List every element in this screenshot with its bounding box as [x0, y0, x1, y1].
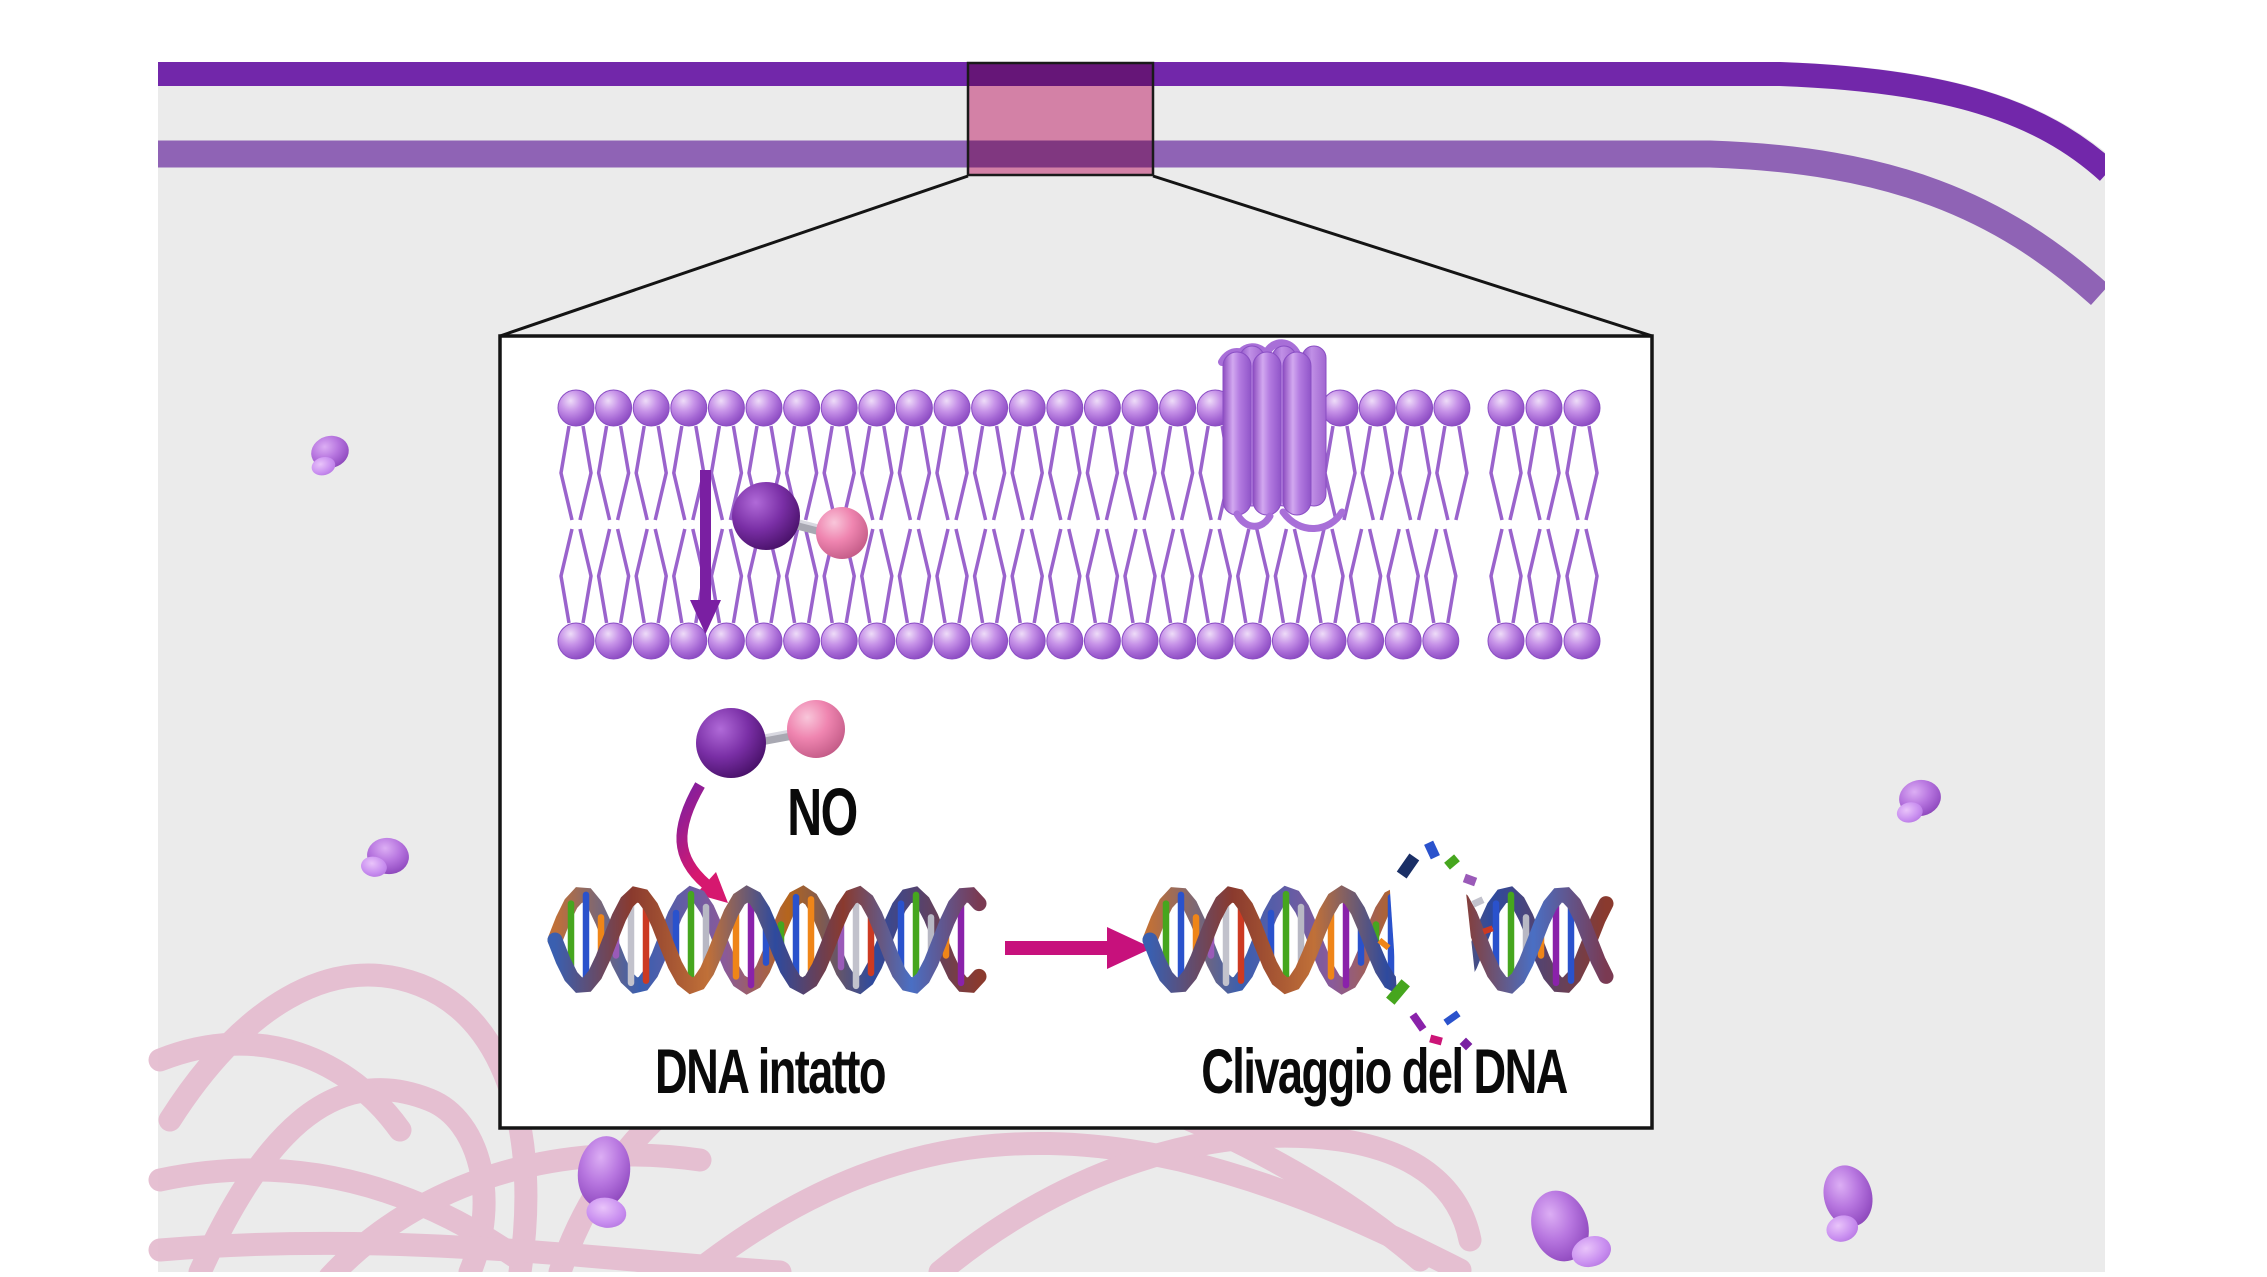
- organelle: [1823, 1165, 1873, 1242]
- membrane-crossing-arrow: [690, 470, 721, 634]
- dna-fragment: [1429, 1034, 1443, 1046]
- no-molecule-free: [696, 700, 845, 778]
- no-label: NO: [787, 775, 858, 851]
- no-molecule-in-membrane: [732, 482, 868, 559]
- dna-intact-illustration: [547, 885, 987, 995]
- organelle: [311, 435, 349, 476]
- dna-fragment: [1377, 937, 1391, 951]
- dna-fragment: [1409, 1012, 1427, 1032]
- zoom-highlight-rect: [966, 61, 1155, 177]
- dna-fragment: [1444, 854, 1460, 870]
- dna-intact-label: DNA intatto: [655, 1036, 887, 1108]
- organelle: [1896, 779, 1941, 823]
- plasma-membrane-bands: [158, 62, 2117, 306]
- organelle: [577, 1136, 631, 1228]
- dna-fragment: [1482, 925, 1494, 935]
- dna-fragment: [1471, 896, 1485, 908]
- organelles: [311, 435, 1941, 1268]
- organelle: [1531, 1190, 1612, 1268]
- dna-cleaved-illustration: [1142, 838, 1614, 1051]
- dna-fragment: [1386, 979, 1410, 1005]
- dna-fragment: [1443, 1010, 1461, 1026]
- zoom-callout: [499, 61, 1653, 338]
- lipid-bilayer: [557, 389, 1601, 660]
- dna-fragment: [1424, 840, 1440, 860]
- membrane-protein-channel: [1218, 339, 1346, 532]
- dna-fragment: [1462, 873, 1478, 887]
- dna-cleavage-label: Clivaggio del DNA: [1201, 1036, 1568, 1108]
- dna-transform-arrow: [1005, 927, 1152, 969]
- organelle: [361, 837, 409, 877]
- dna-fragment: [1396, 853, 1420, 879]
